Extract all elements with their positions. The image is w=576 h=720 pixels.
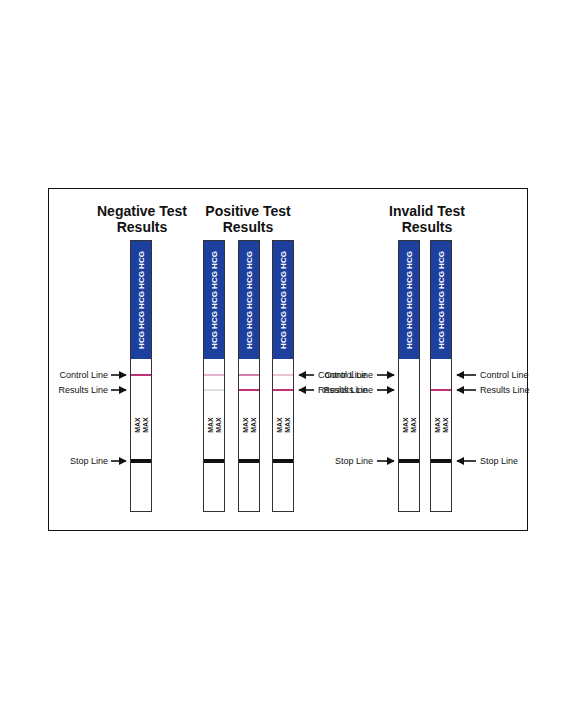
control-line: [204, 374, 224, 376]
stop-line: [431, 459, 451, 463]
strip-band: HCG HCG HCG HCG HCG: [239, 241, 259, 359]
strip-brand-text: HCG HCG HCG HCG HCG: [210, 251, 219, 349]
strip-brand-text: HCG HCG HCG HCG HCG: [279, 251, 288, 349]
max-mark: MAX: [134, 417, 141, 433]
max-mark: MAX: [402, 417, 409, 433]
stop-line: [273, 459, 293, 463]
strip-band: HCG HCG HCG HCG HCG: [131, 241, 151, 359]
stop-line: [399, 459, 419, 463]
max-mark: MAX: [434, 417, 441, 433]
result-line: [273, 389, 293, 391]
stop-line: [239, 459, 259, 463]
max-mark: MAX: [215, 417, 222, 433]
strip-band: HCG HCG HCG HCG HCG: [431, 241, 451, 359]
result-line: [431, 389, 451, 391]
group-heading: Negative Test Results: [77, 203, 207, 235]
test-strip: HCG HCG HCG HCG HCG MAXMAX: [130, 240, 152, 512]
strip-band: HCG HCG HCG HCG HCG: [204, 241, 224, 359]
max-mark: MAX: [142, 417, 149, 433]
line-label: Results Line: [480, 385, 530, 396]
control-line: [131, 374, 151, 376]
max-mark: MAX: [250, 417, 257, 433]
group-heading: Invalid Test Results: [362, 203, 492, 235]
strip-brand-text: HCG HCG HCG HCG HCG: [245, 251, 254, 349]
test-strip: HCG HCG HCG HCG HCG MAXMAX: [272, 240, 294, 512]
line-label: Stop Line: [480, 456, 518, 467]
strip-brand-text: HCG HCG HCG HCG HCG: [405, 251, 414, 349]
control-line: [273, 374, 293, 376]
control-line: [239, 374, 259, 376]
stop-line: [131, 459, 151, 463]
max-mark: MAX: [410, 417, 417, 433]
result-line: [239, 389, 259, 391]
test-strip: HCG HCG HCG HCG HCG MAXMAX: [398, 240, 420, 512]
line-label: Results Line: [323, 385, 373, 396]
strip-brand-text: HCG HCG HCG HCG HCG: [437, 251, 446, 349]
stop-line: [204, 459, 224, 463]
frame: [49, 189, 528, 531]
line-label: Stop Line: [335, 456, 373, 467]
max-mark: MAX: [442, 417, 449, 433]
group-heading: Positive Test Results: [183, 203, 313, 235]
max-mark: MAX: [284, 417, 291, 433]
strip-brand-text: HCG HCG HCG HCG HCG: [137, 251, 146, 349]
line-label: Results Line: [58, 385, 108, 396]
strip-band: HCG HCG HCG HCG HCG: [399, 241, 419, 359]
line-label: Control Line: [480, 370, 529, 381]
test-strip: HCG HCG HCG HCG HCG MAXMAX: [430, 240, 452, 512]
test-strip: HCG HCG HCG HCG HCG MAXMAX: [238, 240, 260, 512]
strip-band: HCG HCG HCG HCG HCG: [273, 241, 293, 359]
max-mark: MAX: [207, 417, 214, 433]
max-mark: MAX: [242, 417, 249, 433]
line-label: Stop Line: [70, 456, 108, 467]
line-label: Control Line: [59, 370, 108, 381]
max-mark: MAX: [276, 417, 283, 433]
test-strip: HCG HCG HCG HCG HCG MAXMAX: [203, 240, 225, 512]
result-line: [204, 389, 224, 391]
line-label: Control Line: [324, 370, 373, 381]
